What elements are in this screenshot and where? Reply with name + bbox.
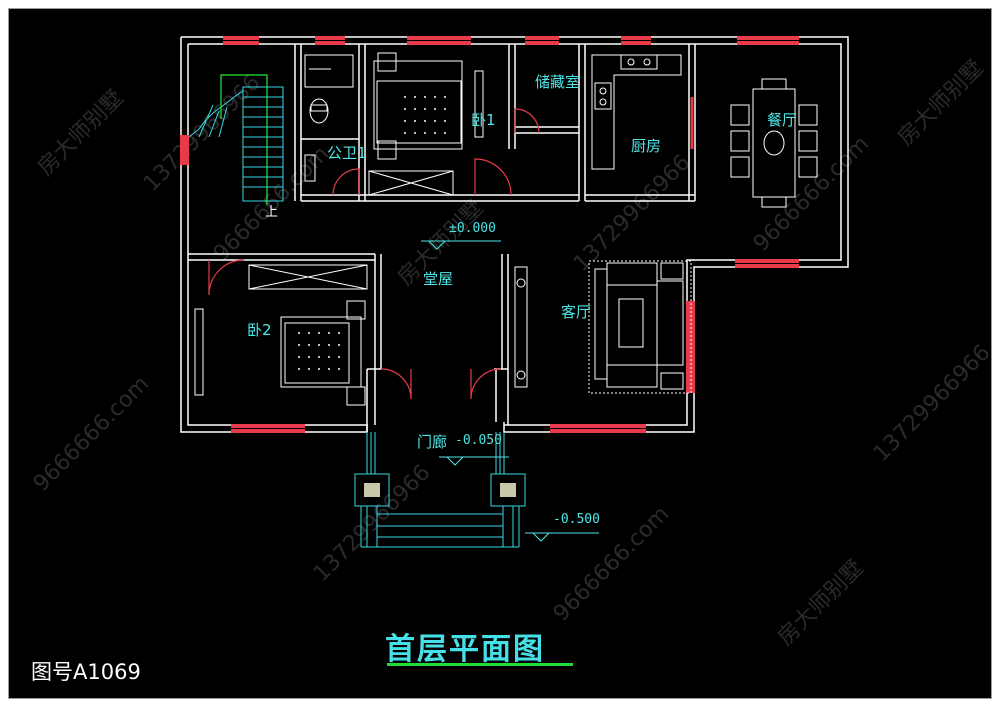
bathroom-fixtures (304, 54, 354, 182)
door-swings (208, 108, 540, 400)
floor-plan (180, 36, 849, 548)
kitchen-fixtures (591, 54, 682, 170)
room-label-living: 客厅 (561, 303, 592, 321)
room-label-dining: 餐厅 (767, 111, 798, 129)
drawing-title: 首层平面图 (385, 632, 545, 667)
title-underline (387, 663, 573, 666)
drawing-code: 图号A1069 (31, 660, 141, 684)
bed1-dots (404, 96, 446, 134)
bedroom2-furniture (194, 264, 368, 406)
bedroom1-furniture (368, 52, 484, 196)
stair-arrow (220, 74, 268, 205)
living-furniture (514, 260, 692, 394)
room-label-kitchen: 厨房 (631, 137, 662, 155)
staircase (188, 86, 284, 202)
level-main: ±0.000 (449, 221, 496, 236)
porch-steps (354, 432, 526, 548)
bed2-dots (298, 332, 340, 370)
porch-columns (364, 483, 516, 497)
room-label-bedroom2: 卧2 (247, 321, 272, 339)
cad-canvas: 房大师别墅 13729966966 9666666.com 房大师别墅 1372… (8, 8, 992, 699)
walls (180, 36, 849, 433)
room-label-hall: 堂屋 (423, 270, 454, 288)
room-label-bathroom: 公卫1 (327, 144, 367, 162)
level-porch: -0.050 (455, 433, 502, 448)
level-markers (421, 240, 599, 542)
stair-up-label: 上 (265, 205, 279, 220)
room-label-porch: 门廊 (417, 433, 448, 451)
dining-table (730, 78, 818, 208)
level-ground: -0.500 (553, 512, 600, 527)
room-label-storage: 储藏室 (535, 73, 581, 91)
window-mullions (223, 40, 799, 429)
room-label-bedroom1: 卧1 (471, 111, 496, 129)
